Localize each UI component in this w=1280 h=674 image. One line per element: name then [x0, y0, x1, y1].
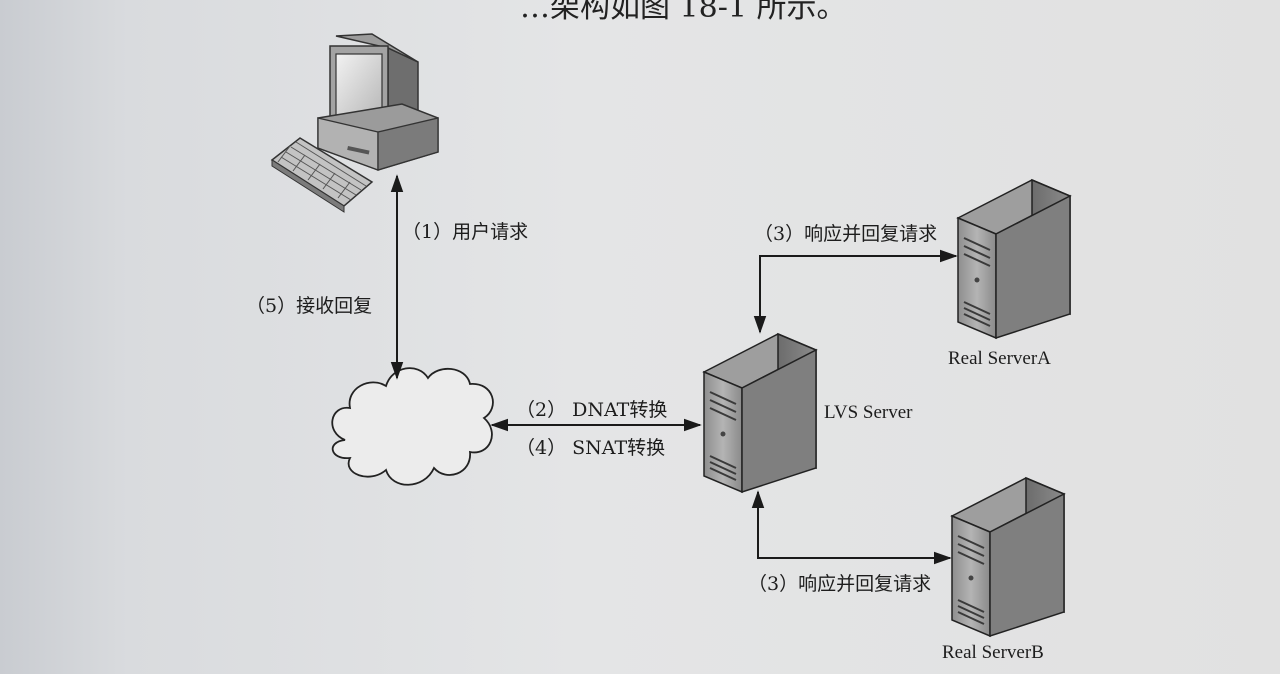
lvs-server-icon [702, 332, 818, 494]
node-label-lvs: LVS Server [824, 402, 913, 423]
page-heading-fragment: …架构如图 18-1 所示。 [520, 0, 847, 25]
edge-label-respond-b: （3）响应并回复请求 [748, 573, 931, 595]
edge-label-receive-reply: （5）接收回复 [246, 295, 372, 317]
server-a-icon [956, 178, 1072, 340]
lvs-server-b-arrow [751, 490, 952, 565]
edge-label-dnat: （2） DNAT转换 [516, 399, 667, 421]
node-label-server-a: Real ServerA [948, 348, 1051, 369]
edge-label-respond-a: （3）响应并回复请求 [754, 223, 937, 245]
computer-icon [270, 33, 439, 213]
server-b-icon [950, 476, 1066, 638]
connectors [390, 174, 958, 565]
node-label-server-b: Real ServerB [942, 642, 1044, 663]
edge-label-snat: （4） SNAT转换 [516, 437, 665, 459]
cloud-icon [331, 367, 494, 486]
edge-label-user-request: （1）用户请求 [402, 221, 528, 243]
lvs-server-a-arrow [753, 249, 958, 334]
